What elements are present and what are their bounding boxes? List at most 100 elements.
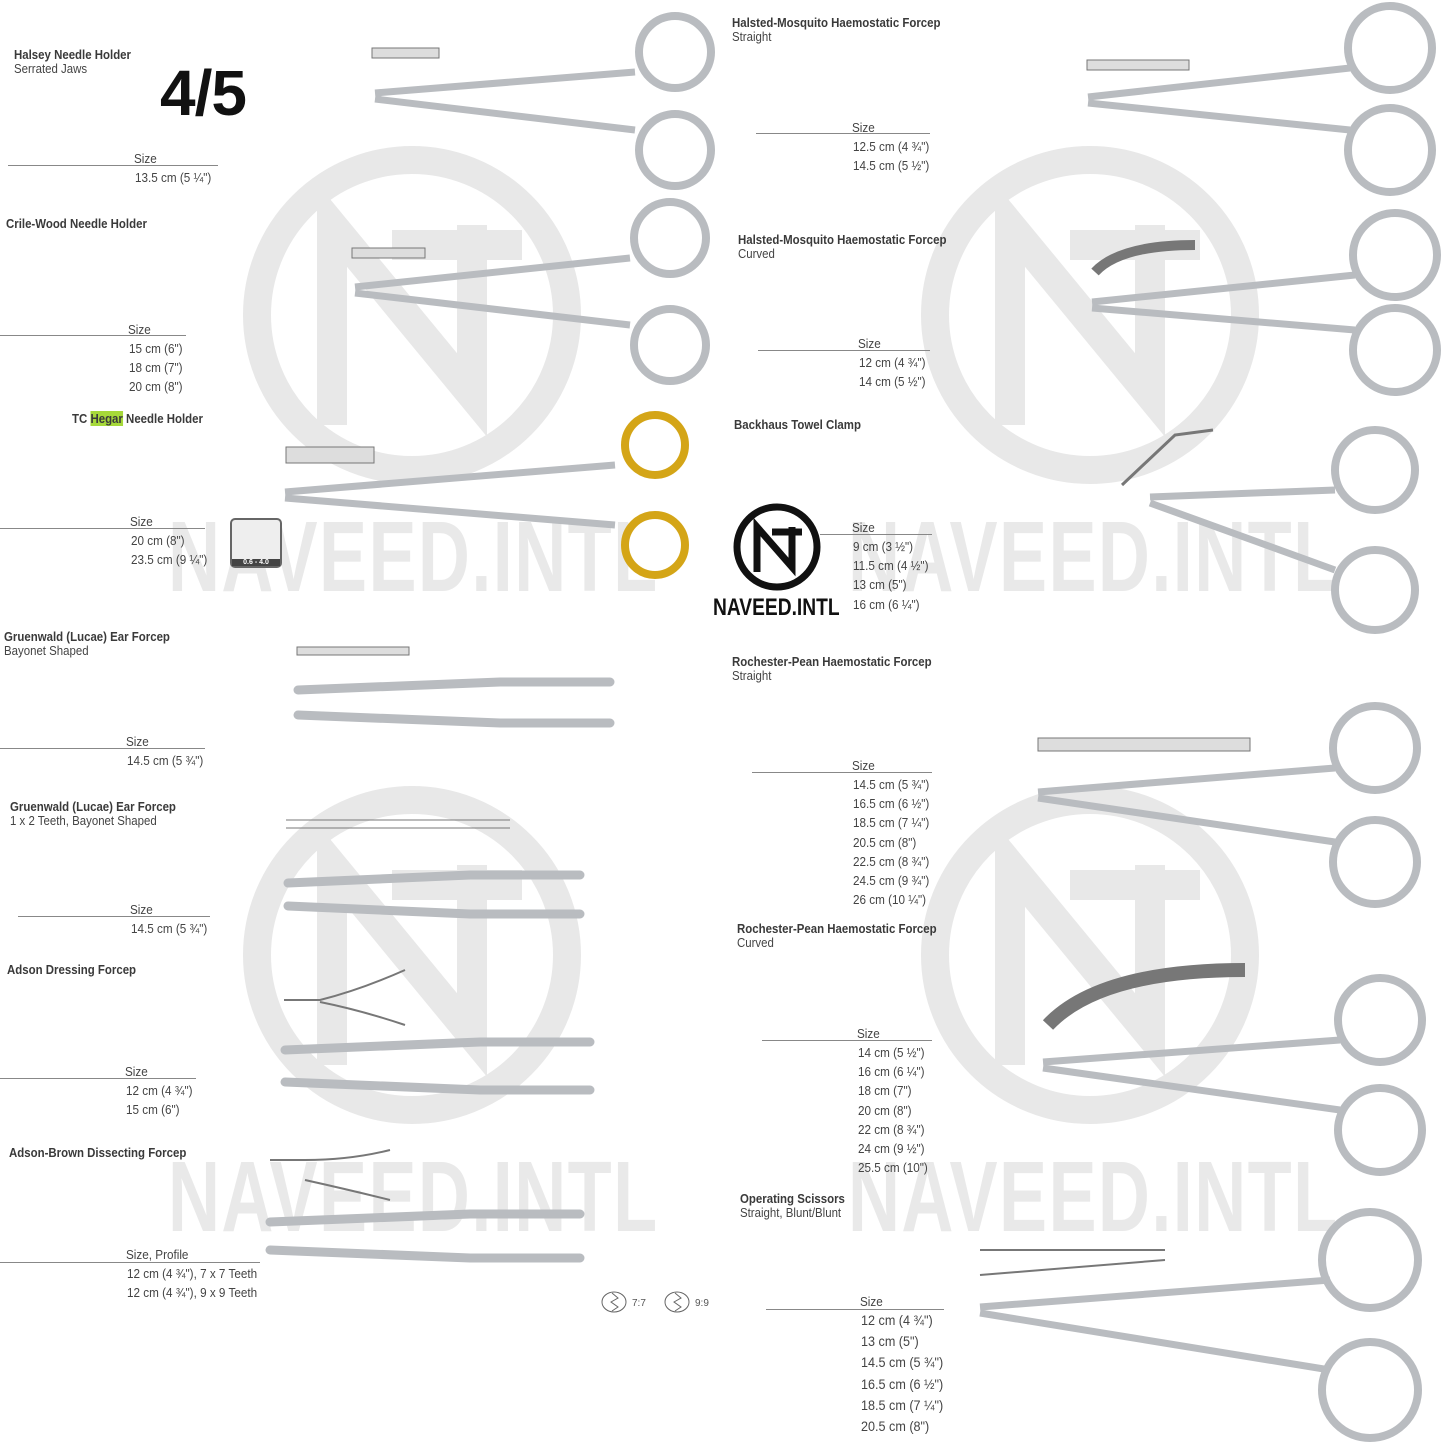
- instrument-shaft: [1091, 271, 1356, 334]
- size-label: Size: [126, 734, 149, 749]
- finger-ring: [630, 198, 710, 278]
- size-value: 23.5 cm (9 ¼"): [131, 552, 208, 568]
- forcep-image: [280, 1037, 595, 1095]
- size-value: 20.5 cm (8"): [861, 1418, 930, 1434]
- instrument-shaft: [1148, 486, 1337, 574]
- size-divider: [0, 1262, 260, 1263]
- size-value: 12 cm (4 ¾"), 9 x 9 Teeth: [127, 1285, 258, 1301]
- jaw-detail: [296, 646, 410, 656]
- watermark-text: NAVEED.INTL: [168, 1141, 659, 1253]
- size-value: 14.5 cm (5 ¾"): [131, 921, 208, 936]
- size-value: 14.5 cm (5 ¾"): [853, 777, 930, 792]
- jaw-detail: [284, 969, 406, 1026]
- size-label: Size: [125, 1064, 148, 1079]
- teeth-profile-label: 7:7: [632, 1298, 646, 1309]
- teeth-icon: [601, 1291, 627, 1313]
- product-title: Halsted-Mosquito Haemostatic Forcep: [732, 15, 941, 30]
- finger-ring: [1334, 974, 1426, 1066]
- title-part: Needle Holder: [122, 411, 203, 426]
- product-title: TC Hegar Needle Holder: [72, 411, 203, 426]
- instrument-image: [354, 198, 710, 385]
- jaw-detail: [1120, 428, 1214, 487]
- title-part: Hegar: [90, 411, 123, 426]
- size-value: 25.5 cm (10"): [858, 1160, 928, 1176]
- size-value: 14 cm (5 ½"): [859, 374, 926, 390]
- product-subtitle: Serrated Jaws: [14, 61, 88, 76]
- product-title: Crile-Wood Needle Holder: [6, 216, 147, 231]
- product-subtitle: Straight, Blunt/Blunt: [740, 1205, 842, 1220]
- instrument-shaft: [1037, 764, 1336, 846]
- watermark-circle: [921, 786, 1259, 1124]
- instrument-shaft: [354, 254, 631, 329]
- instrument-image: [1148, 426, 1419, 634]
- instrument-image: [1087, 2, 1436, 196]
- size-divider: [0, 748, 205, 749]
- size-divider: [752, 772, 932, 773]
- size-value: 26 cm (10 ¼"): [853, 892, 927, 908]
- size-value: 11.5 cm (4 ½"): [853, 558, 929, 574]
- size-value: 13.5 cm (5 ¼"): [135, 170, 212, 185]
- finger-ring: [1349, 209, 1441, 301]
- finger-ring: [1334, 1084, 1426, 1176]
- size-divider: [0, 528, 205, 529]
- watermark-logo: [921, 786, 1259, 1124]
- brand-name: NAVEED.INTL: [713, 594, 840, 621]
- size-divider: [756, 133, 930, 134]
- size-value: 12.5 cm (4 ¾"): [853, 139, 930, 154]
- size-value: 14.5 cm (5 ¾"): [127, 753, 204, 768]
- size-value: 12 cm (4 ¾"): [861, 1312, 933, 1328]
- product-title: Adson-Brown Dissecting Forcep: [9, 1145, 187, 1160]
- instrument-image: [1091, 209, 1441, 396]
- size-value: 13 cm (5"): [861, 1333, 919, 1350]
- forcep-image: [293, 677, 615, 728]
- size-label: Size: [860, 1294, 883, 1309]
- size-label: Size: [130, 514, 153, 529]
- size-value: 12 cm (4 ¾"): [126, 1083, 193, 1098]
- product-title: Adson Dressing Forcep: [7, 962, 137, 977]
- nt-logo-icon: [733, 503, 821, 591]
- finger-ring: [1329, 702, 1421, 794]
- jaw-detail: [1091, 240, 1196, 276]
- size-divider: [766, 1309, 944, 1310]
- size-value: 14 cm (5 ½"): [858, 1045, 925, 1060]
- finger-ring: [621, 511, 689, 579]
- finger-ring: [1331, 426, 1419, 514]
- size-value: 18.5 cm (7 ¼"): [853, 815, 930, 831]
- size-label: Size: [130, 902, 153, 917]
- product-title: Gruenwald (Lucae) Ear Forcep: [4, 629, 170, 644]
- finger-ring: [621, 411, 689, 479]
- size-label: Size: [858, 336, 881, 351]
- size-value: 13 cm (5"): [853, 577, 907, 593]
- size-label: Size: [852, 520, 875, 535]
- size-divider: [762, 1040, 932, 1041]
- size-value: 22.5 cm (8 ¾"): [853, 853, 930, 869]
- size-value: 16 cm (6 ¼"): [853, 596, 920, 612]
- size-value: 9 cm (3 ½"): [853, 539, 914, 554]
- size-label: Size, Profile: [126, 1247, 189, 1262]
- watermark-logo: [243, 786, 581, 1124]
- forcep-image: [283, 870, 585, 919]
- scissor-detail: [979, 1249, 1166, 1276]
- product-subtitle: Bayonet Shaped: [4, 643, 89, 658]
- finger-ring: [1344, 2, 1436, 94]
- size-label: Size: [128, 322, 151, 337]
- instrument-image: [284, 411, 689, 579]
- watermark-text: NAVEED.INTL: [848, 501, 1339, 613]
- instrument-shaft: [979, 1276, 1331, 1374]
- size-value: 20 cm (8"): [131, 533, 185, 548]
- teeth-icon: [664, 1291, 690, 1313]
- size-value: 18 cm (7"): [858, 1083, 912, 1099]
- jaw-detail: [285, 446, 375, 464]
- size-value: 20 cm (8"): [129, 379, 183, 395]
- product-title: Halsted-Mosquito Haemostatic Forcep: [738, 232, 947, 247]
- size-divider: [0, 1078, 196, 1079]
- finger-ring: [630, 305, 710, 385]
- product-subtitle: Straight: [732, 29, 772, 44]
- jaw-detail: [1042, 963, 1246, 1030]
- size-value: 24 cm (9 ½"): [858, 1141, 925, 1156]
- product-title: Rochester-Pean Haemostatic Forcep: [737, 921, 937, 936]
- instrument-image: [374, 12, 715, 190]
- jaw-detail: [286, 819, 510, 829]
- teeth-profile-label: 9:9: [695, 1298, 709, 1309]
- size-divider: [758, 350, 930, 351]
